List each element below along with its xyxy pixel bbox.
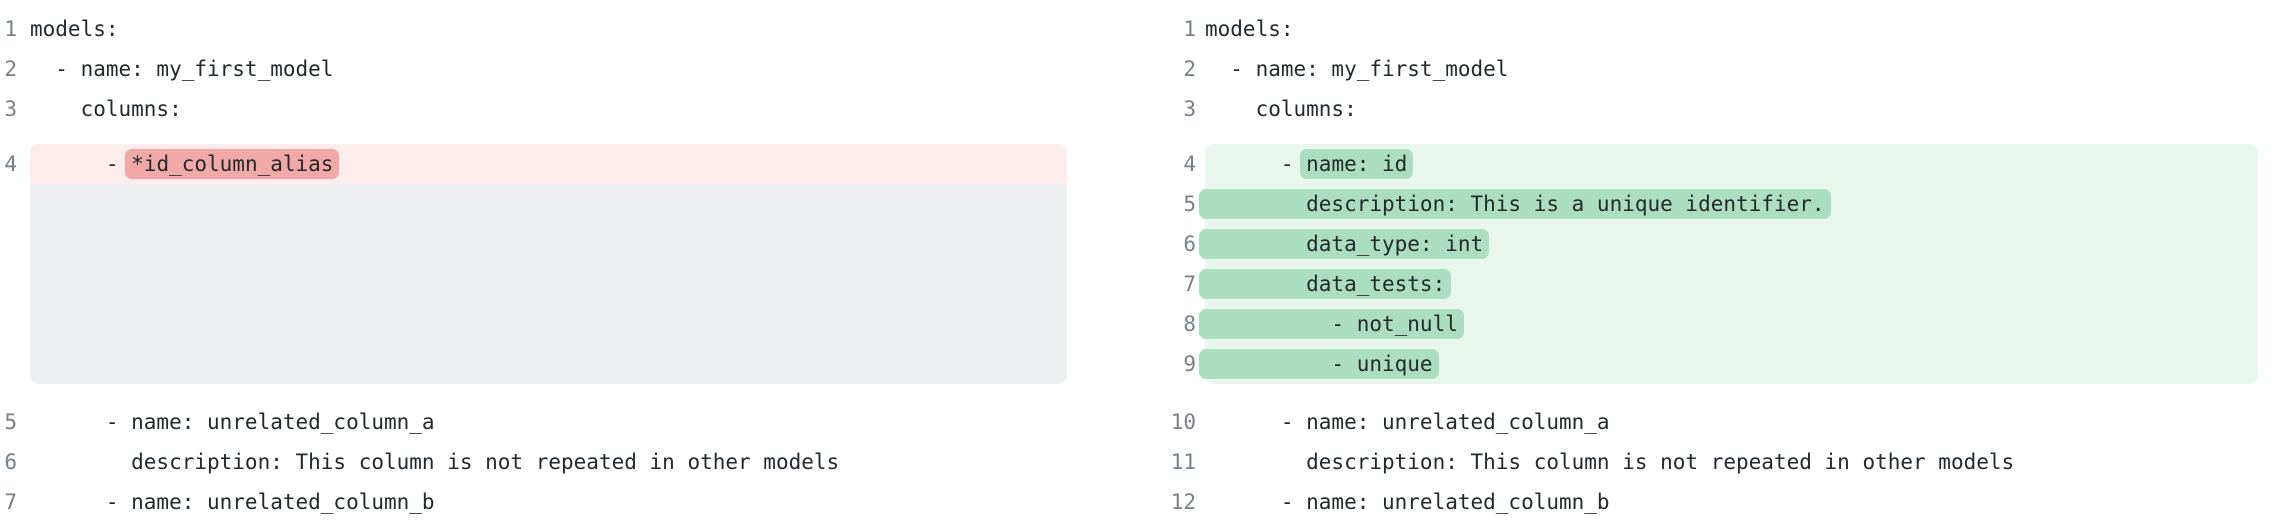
added-token: - not_null (1199, 309, 1464, 339)
line-number: 1 (4, 17, 17, 41)
code-text: - name: my_first_model (1205, 57, 1509, 81)
code-line: 3 columns: (0, 89, 1139, 129)
added-line-content: data_tests: (1199, 264, 2258, 304)
line-number: 12 (1170, 490, 1196, 514)
line-number: 5 (4, 410, 17, 434)
code-text: models: (1205, 17, 1294, 41)
code-text: - name: unrelated_column_b (1205, 490, 1610, 514)
code-line: 11 description: This column is not repea… (1139, 442, 2278, 482)
code-text: models: (30, 17, 119, 41)
added-token: data_type: int (1199, 229, 1490, 259)
line-number: 3 (4, 97, 17, 121)
added-token: description: This is a unique identifier… (1199, 189, 1831, 219)
line-number: 10 (1170, 410, 1196, 434)
code-text: description: This column is not repeated… (1205, 450, 2015, 474)
code-line: 6 description: This column is not repeat… (0, 442, 1139, 482)
line-number: 7 (4, 490, 17, 514)
added-line-row: 8 - not_null (1139, 304, 2278, 344)
line-number: 6 (1183, 232, 1196, 256)
code-prefix: - (30, 152, 132, 176)
code-line: 5 - name: unrelated_column_a (0, 402, 1139, 442)
line-number: 1 (1183, 17, 1196, 41)
code-line: 1 models: (1139, 9, 2278, 49)
code-text: - name: my_first_model (30, 57, 334, 81)
line-number: 7 (1183, 272, 1196, 296)
code-line: 2 - name: my_first_model (0, 49, 1139, 89)
diff-pane-before: 1 models: 2 - name: my_first_model 3 col… (0, 9, 1139, 522)
added-token: name: id (1300, 149, 1414, 179)
added-line-row: 7 data_tests: (1139, 264, 2278, 304)
code-text: columns: (1205, 97, 1357, 121)
code-prefix: - (1205, 152, 1307, 176)
code-line: 7 - name: unrelated_column_b (0, 482, 1139, 522)
line-number: 11 (1170, 450, 1196, 474)
removed-line-content: - *id_column_alias (30, 144, 1067, 184)
code-text: description: This column is not repeated… (30, 450, 840, 474)
code-line: 2 - name: my_first_model (1139, 49, 2278, 89)
collapsed-spacer-row (0, 184, 1139, 384)
diff-pane-after: 1 models: 2 - name: my_first_model 3 col… (1139, 0, 2278, 528)
added-line-content: - name: id (1205, 144, 2258, 184)
added-line-row: 4 - name: id (1139, 144, 2278, 184)
added-chunk: 4 - name: id 5 description: This is a un… (1139, 144, 2278, 384)
line-number: 9 (1183, 352, 1196, 376)
removed-chunk: 4 - *id_column_alias (0, 144, 1139, 384)
added-token: - unique (1199, 349, 1439, 379)
line-number: 2 (1183, 57, 1196, 81)
line-number: 8 (1183, 312, 1196, 336)
added-line-content: - unique (1199, 344, 2258, 384)
line-number: 5 (1183, 192, 1196, 216)
code-line: 12 - name: unrelated_column_b (1139, 482, 2278, 522)
line-number: 3 (1183, 97, 1196, 121)
removed-line-row: 4 - *id_column_alias (0, 144, 1139, 184)
code-text: columns: (30, 97, 182, 121)
added-line-content: description: This is a unique identifier… (1199, 184, 2258, 224)
line-number: 2 (4, 57, 17, 81)
code-text: - name: unrelated_column_a (30, 410, 435, 434)
line-number: 6 (4, 450, 17, 474)
code-line: 3 columns: (1139, 89, 2278, 129)
removed-token: *id_column_alias (125, 149, 340, 179)
code-line: 10 - name: unrelated_column_a (1139, 402, 2278, 442)
added-line-content: - not_null (1199, 304, 2258, 344)
added-line-row: 6 data_type: int (1139, 224, 2278, 264)
added-line-row: 5 description: This is a unique identifi… (1139, 184, 2278, 224)
added-line-content: data_type: int (1199, 224, 2258, 264)
code-text: - name: unrelated_column_b (30, 490, 435, 514)
line-number-empty (0, 184, 17, 384)
collapsed-spacer-block (30, 184, 1067, 384)
added-line-row: 9 - unique (1139, 344, 2278, 384)
added-token: data_tests: (1199, 269, 1452, 299)
code-line: 1 models: (0, 9, 1139, 49)
line-number: 4 (1183, 152, 1196, 176)
code-text: - name: unrelated_column_a (1205, 410, 1610, 434)
line-number: 4 (4, 152, 17, 176)
